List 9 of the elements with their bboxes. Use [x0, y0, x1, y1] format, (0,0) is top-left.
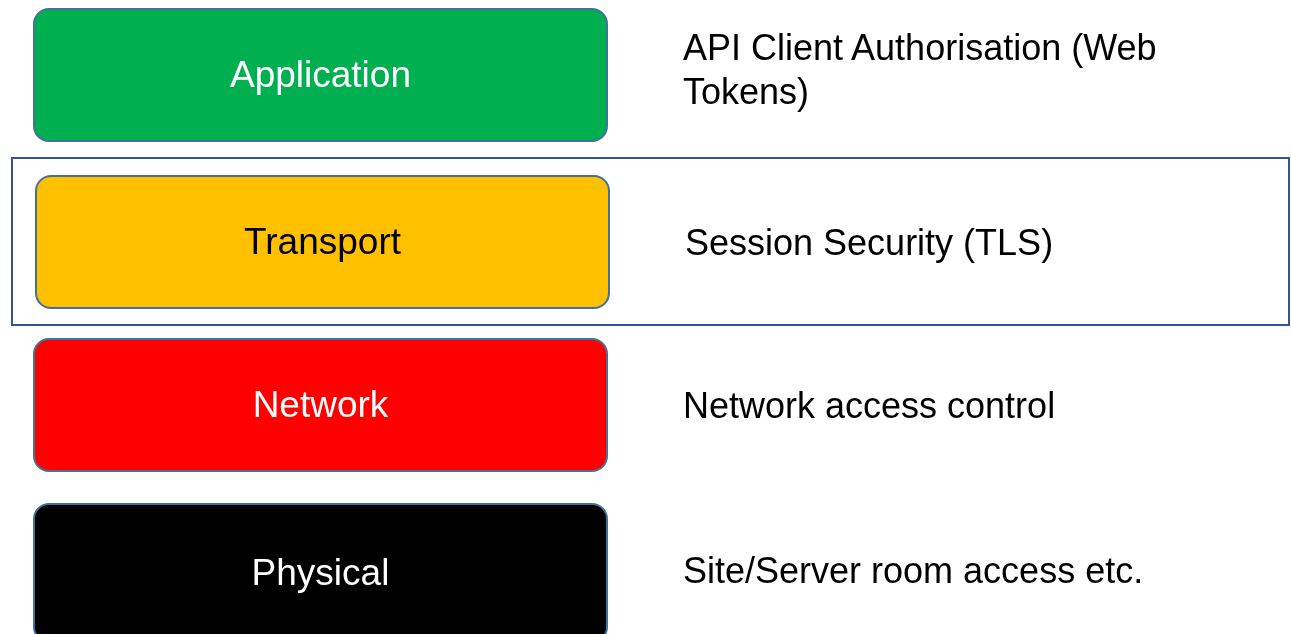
layer-box: Network [33, 338, 608, 472]
highlight-frame [11, 157, 1290, 326]
layer-description: API Client Authorisation (Web Tokens) [683, 26, 1158, 114]
layer-description: Site/Server room access etc. [683, 549, 1145, 593]
layer-description: Network access control [683, 384, 1057, 428]
layer-box: Physical [33, 503, 608, 634]
layer-box: Transport [35, 175, 610, 309]
layer-box: Application [33, 8, 608, 142]
layer-description: Session Security (TLS) [685, 221, 1055, 265]
